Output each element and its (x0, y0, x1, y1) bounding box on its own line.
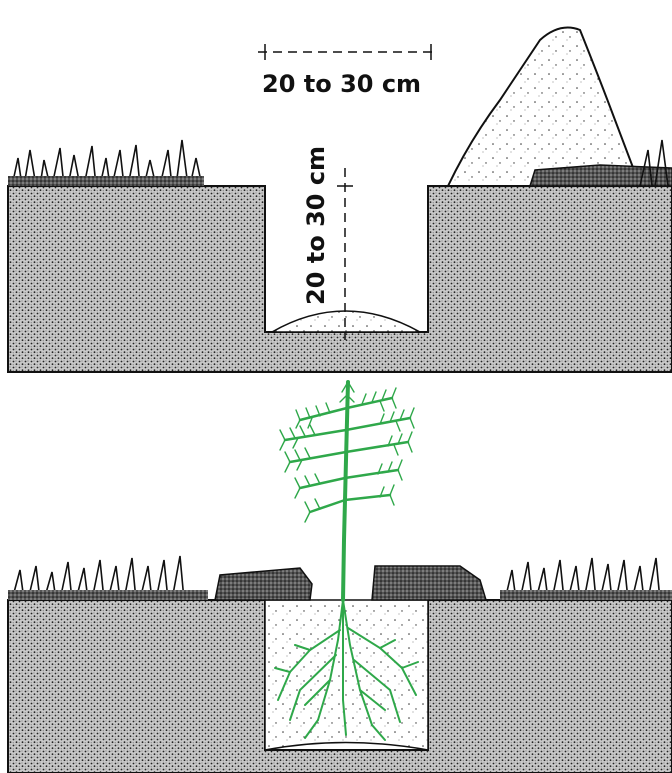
grass-base-left-top (8, 176, 204, 186)
hole-depth-label: 20 to 30 cm (302, 146, 330, 305)
bottom-panel (8, 382, 672, 773)
sod-piece-left (215, 568, 312, 600)
excavated-soil-heap (448, 28, 640, 186)
seedling-stem (343, 382, 348, 600)
hole-width-label: 20 to 30 cm (262, 70, 421, 98)
width-dimension-line (258, 44, 438, 60)
loosened-soil-mound (272, 311, 420, 332)
soil-cross-section-top (8, 186, 672, 372)
grass-base-right-bottom (500, 590, 672, 600)
grass-base-left-bottom (8, 590, 208, 600)
top-panel: 20 to 30 cm 20 to 30 cm (8, 28, 672, 372)
sod-piece-right (372, 566, 486, 600)
